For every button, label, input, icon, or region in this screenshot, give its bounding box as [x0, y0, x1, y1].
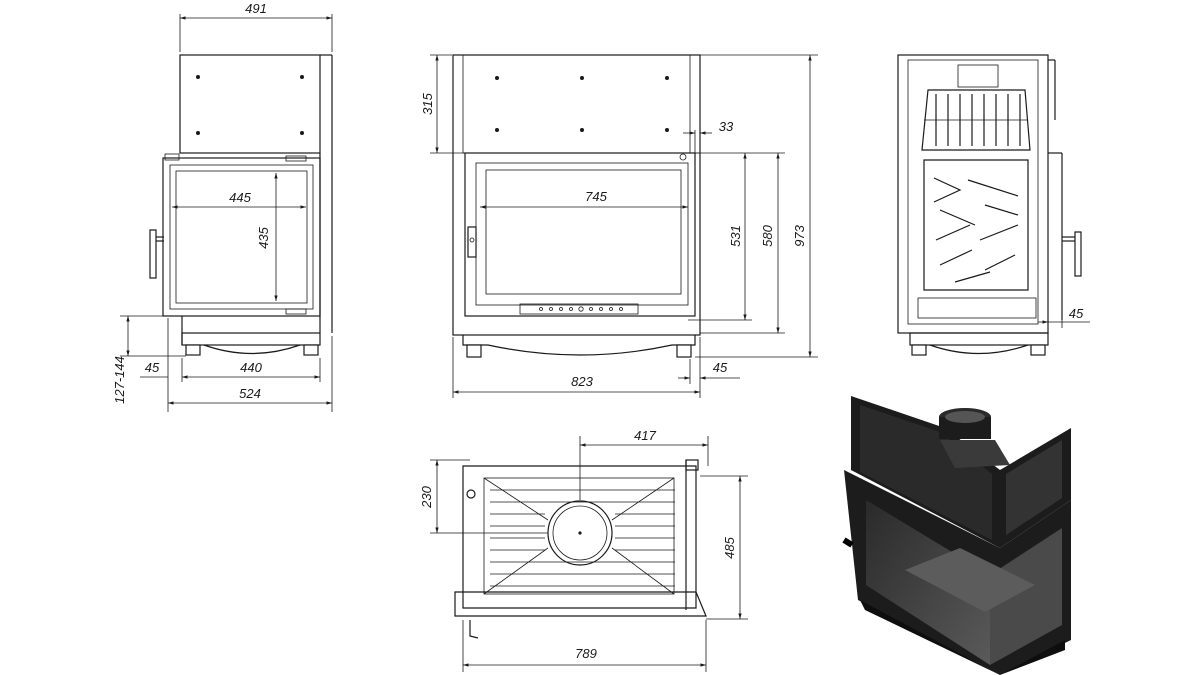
front-view: 315 33 745 531 580 973 823 45 [420, 54, 818, 398]
dim-glass-width: 745 [585, 189, 607, 204]
grate-fins [490, 489, 675, 587]
dim-flue-offset: 417 [634, 428, 656, 443]
dim-total-height: 973 [792, 224, 807, 246]
dim-offset-front: 45 [713, 360, 728, 375]
firebox-chevrons [933, 177, 1019, 283]
dim-inner-height: 435 [256, 226, 271, 248]
right-section-view: 45 [897, 54, 1090, 356]
dim-base-width: 440 [240, 360, 262, 375]
dim-depth: 485 [722, 536, 737, 558]
dim-inner-width: 445 [229, 190, 251, 205]
dim-width-top: 789 [575, 646, 597, 661]
dim-total-width: 524 [239, 386, 261, 401]
dim-top-height: 315 [420, 92, 435, 114]
vent-slots [539, 306, 623, 312]
dim-top-width: 491 [245, 1, 267, 16]
dim-total-width-front: 823 [571, 374, 593, 389]
dim-offset-left: 45 [145, 360, 160, 375]
dim-door-height: 580 [760, 224, 775, 246]
dim-glass-height: 531 [728, 225, 743, 247]
dim-leg-height: 127-144 [112, 356, 127, 404]
dim-flue-depth: 230 [419, 485, 434, 508]
top-view: 417 230 485 789 [419, 428, 748, 672]
dim-offset-right: 45 [1069, 306, 1084, 321]
dim-gap: 33 [719, 119, 734, 134]
fireplace-3d-render [842, 396, 1071, 675]
left-side-view: 491 445 435 45 440 524 127-144 [112, 1, 333, 412]
